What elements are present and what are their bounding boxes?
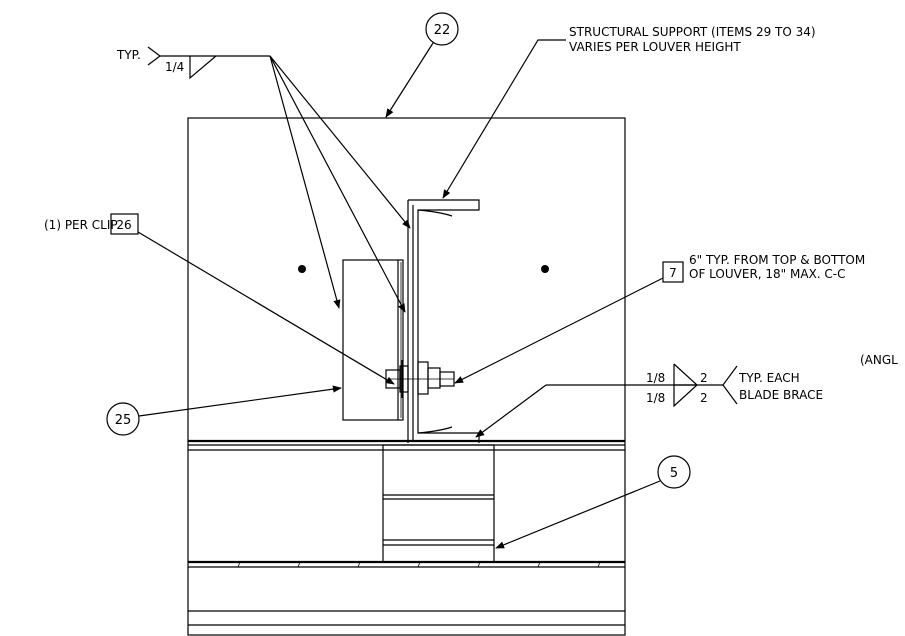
weld-symbol-brace: 1/8 1/8 2 2 TYP. EACH BLADE BRACE xyxy=(475,363,823,438)
item-7-box xyxy=(662,261,684,283)
louver-frame xyxy=(187,117,626,636)
fastener-note: 7 6" TYP. FROM TOP & BOTTOM OF LOUVER, 1… xyxy=(454,253,865,384)
brace-note-line1: TYP. EACH xyxy=(738,371,800,385)
brace-size-top: 1/8 xyxy=(646,371,665,385)
clip-angle xyxy=(342,259,404,421)
bolt-assembly xyxy=(385,360,455,398)
item-26-box xyxy=(110,213,139,235)
fastener-line2: OF LOUVER, 18" MAX. C-C xyxy=(689,267,846,281)
callout-5-label: 5 xyxy=(670,466,678,481)
brace-size-bottom: 1/8 xyxy=(646,391,665,405)
brace-note-line2: BLADE BRACE xyxy=(739,388,823,402)
brace-length-bottom: 2 xyxy=(700,391,708,405)
brace-length-top: 2 xyxy=(700,371,708,385)
hole-left xyxy=(298,265,306,273)
structural-support-note: STRUCTURAL SUPPORT (ITEMS 29 TO 34) VARI… xyxy=(442,25,816,199)
item-7-label: 7 xyxy=(669,266,677,280)
weld-top-size: 1/4 xyxy=(165,60,184,74)
structural-channel xyxy=(407,199,480,443)
per-clip-note: (1) PER CLIP 26 xyxy=(44,213,395,385)
structural-support-line2: VARIES PER LOUVER HEIGHT xyxy=(569,40,741,54)
callout-25: 25 xyxy=(106,385,342,436)
cut-off-note: (ANGL xyxy=(860,353,898,367)
structural-support-line1: STRUCTURAL SUPPORT (ITEMS 29 TO 34) xyxy=(569,25,816,39)
fastener-line1: 6" TYP. FROM TOP & BOTTOM xyxy=(689,253,865,267)
hole-right xyxy=(541,265,549,273)
weld-symbol-top: TYP. 1/4 xyxy=(116,46,411,313)
weld-top-prefix: TYP. xyxy=(116,48,141,62)
callout-22-label: 22 xyxy=(434,23,451,38)
lower-rails xyxy=(188,560,625,626)
blade-center-box xyxy=(382,444,495,563)
per-clip-label: (1) PER CLIP xyxy=(44,218,118,232)
callout-5: 5 xyxy=(495,455,691,549)
callout-22: 22 xyxy=(385,12,459,118)
callout-25-label: 25 xyxy=(115,413,132,428)
item-26-label: 26 xyxy=(116,218,131,232)
